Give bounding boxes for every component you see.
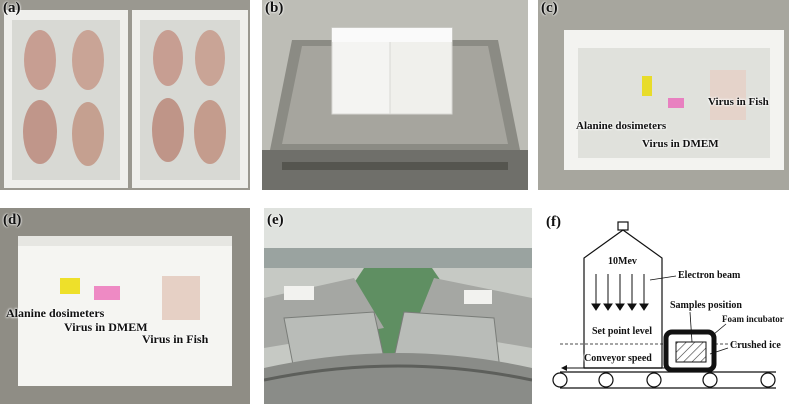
panel-e-photo: (e) bbox=[264, 208, 532, 404]
samples-position-label: Samples position bbox=[670, 300, 742, 311]
panel-d-label: (d) bbox=[3, 212, 22, 228]
panel-c-photo: (c) Virus in Fish Alanine dosimeters Vir… bbox=[538, 0, 789, 190]
panel-d-photo: (d) Alanine dosimeters Virus in DMEM Vir… bbox=[0, 208, 250, 404]
virus-in-fish-label: Virus in Fish bbox=[708, 96, 769, 108]
panel-c-label: (c) bbox=[541, 0, 558, 16]
foam-incubator-label: Foam incubator bbox=[722, 314, 784, 324]
panel-b-label: (b) bbox=[265, 0, 284, 16]
irradiation-schematic bbox=[552, 221, 776, 389]
panel-a-label: (a) bbox=[3, 0, 21, 16]
alanine-dosimeters-label: Alanine dosimeters bbox=[576, 120, 667, 132]
virus-in-dmem-label: Virus in DMEM bbox=[642, 138, 719, 150]
electron-beam-label: Electron beam bbox=[678, 270, 741, 281]
open-foam-box-illustration bbox=[538, 0, 789, 190]
virus-in-dmem-label-d: Virus in DMEM bbox=[64, 320, 148, 334]
crushed-ice-label: Crushed ice bbox=[730, 340, 781, 351]
foam-boxes-on-tray-illustration bbox=[262, 0, 528, 190]
conveyor-line-illustration bbox=[264, 208, 532, 404]
panel-f-label: (f) bbox=[546, 214, 561, 230]
panel-e-label: (e) bbox=[267, 212, 284, 228]
closed-foam-box-illustration bbox=[0, 208, 250, 404]
energy-label: 10Mev bbox=[608, 256, 637, 267]
virus-in-fish-label-d: Virus in Fish bbox=[142, 332, 209, 346]
alanine-dosimeters-label-d: Alanine dosimeters bbox=[6, 306, 105, 320]
set-point-level-label: Set point level bbox=[592, 326, 652, 337]
panel-b-photo: (b) bbox=[262, 0, 528, 190]
conveyor-speed-label: Conveyor speed bbox=[584, 353, 652, 364]
fish-boxes-illustration bbox=[0, 0, 250, 190]
panel-f-diagram: (f) 10Mev Electron beam Samples position… bbox=[540, 208, 789, 404]
panel-a-photo: (a) bbox=[0, 0, 250, 190]
